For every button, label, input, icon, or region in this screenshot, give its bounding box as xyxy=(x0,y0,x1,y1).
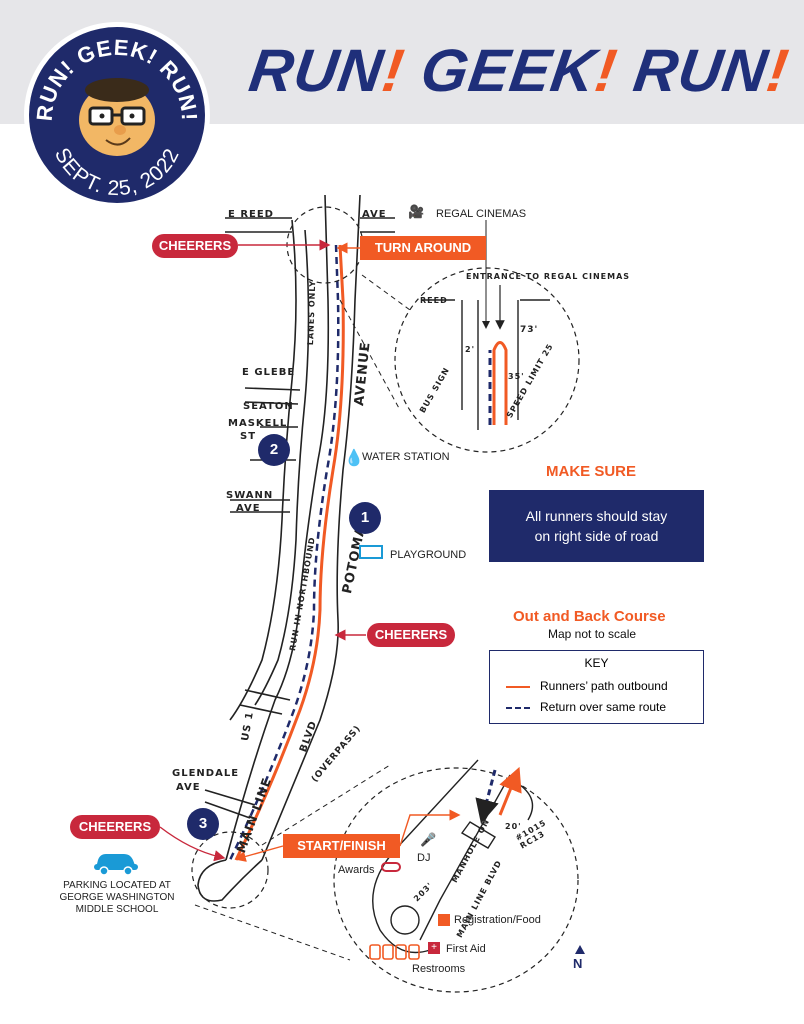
street-seaton: SEATON xyxy=(243,401,294,412)
inset-start-dist-1: 20' xyxy=(505,822,522,831)
road-outlines xyxy=(197,194,395,902)
inset-dist-3: 35' xyxy=(508,372,525,381)
make-sure-heading: MAKE SURE xyxy=(546,463,637,480)
cheerers-tag-top: CHEERERS xyxy=(152,234,238,258)
car-icon xyxy=(94,854,138,876)
cheerers-tag-bottom: CHEERERS xyxy=(70,815,160,839)
inset-reed-label: REED xyxy=(420,296,448,305)
street-glendale-ave: AVE xyxy=(176,782,201,793)
playground-icon xyxy=(359,545,383,559)
event-badge: RUN! GEEK! RUN! SEPT. 25, 2022 xyxy=(24,22,210,208)
street-swann: SWANN xyxy=(226,490,274,501)
marker-2: 2 xyxy=(258,434,290,466)
start-finish-tag: START/FINISH xyxy=(283,834,400,858)
awards-icon xyxy=(381,862,401,872)
water-station-label: WATER STATION xyxy=(362,451,450,463)
awards-label: Awards xyxy=(338,864,375,876)
dj-label: DJ xyxy=(417,852,431,864)
first-aid-label: First Aid xyxy=(446,943,486,955)
course-title: Out and Back Course xyxy=(513,608,666,625)
marker-1: 1 xyxy=(349,502,381,534)
return-route xyxy=(228,244,340,861)
key-return-label: Return over same route xyxy=(540,700,667,714)
microphone-icon: 🎤 xyxy=(420,832,437,847)
street-e-glebe: E GLEBE xyxy=(242,367,296,378)
street-swann-ave: AVE xyxy=(236,503,261,514)
key-outbound-label: Runners’ path outbound xyxy=(540,679,668,693)
inset-dist-1: 2' xyxy=(465,345,476,354)
inset-dist-2: 73' xyxy=(520,325,539,335)
course-note: Map not to scale xyxy=(548,627,637,641)
outbound-route xyxy=(234,244,345,861)
water-drop-icon: 💧 xyxy=(344,450,364,467)
turn-around-tag: TURN AROUND xyxy=(360,236,486,260)
street-maskell: MASKELL xyxy=(228,418,288,429)
parking-label: PARKING LOCATED AT GEORGE WASHINGTON MID… xyxy=(59,880,175,915)
inset-entrance-label: ENTRANCE TO REGAL CINEMAS xyxy=(466,272,631,281)
street-e-reed: E REED xyxy=(228,209,274,220)
camera-icon: 🎥 xyxy=(408,204,425,219)
restrooms-label: Restrooms xyxy=(412,963,466,975)
street-glendale: GLENDALE xyxy=(172,768,240,779)
first-aid-icon: + xyxy=(428,942,440,954)
north-label: N xyxy=(573,956,583,971)
street-st: ST xyxy=(240,431,257,442)
key-return-line xyxy=(506,707,530,709)
restrooms-icon xyxy=(369,944,420,960)
key-outbound-line xyxy=(506,686,530,688)
geek-face-icon xyxy=(79,78,155,156)
map-key: KEY Runners’ path outbound Return over s… xyxy=(489,650,704,724)
playground-label: PLAYGROUND xyxy=(390,549,467,561)
street-ave: AVE xyxy=(362,209,387,220)
north-arrow-icon xyxy=(575,945,585,954)
regal-cinemas-label: REGAL CINEMAS xyxy=(436,208,527,220)
registration-label: Registration/Food xyxy=(454,914,541,926)
home-icon xyxy=(438,914,450,926)
marker-3: 3 xyxy=(187,808,219,840)
cheerers-tag-mid: CHEERERS xyxy=(367,623,455,647)
key-title: KEY xyxy=(584,656,609,670)
